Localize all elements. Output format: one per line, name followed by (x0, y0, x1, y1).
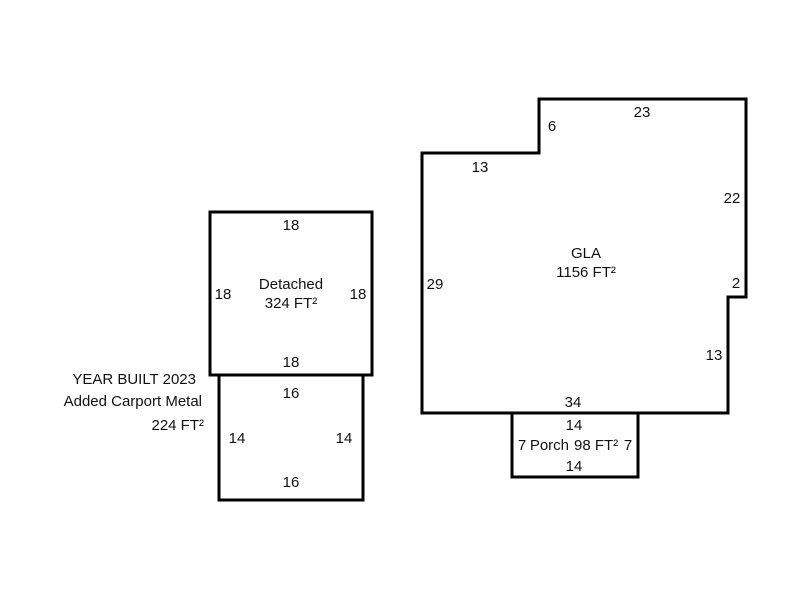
dim-label: 7 (518, 437, 526, 454)
carport-outline (217, 373, 365, 502)
dim-label: 23 (634, 104, 651, 121)
carport-area-label: 224 FT² (151, 417, 204, 434)
dim-label: 7 (624, 437, 632, 454)
dim-label: 16 (283, 474, 300, 491)
porch-area-label: 98 FT² (574, 437, 618, 454)
dim-label: 14 (566, 417, 583, 434)
dim-label: 18 (283, 217, 300, 234)
dim-label: 13 (472, 159, 489, 176)
porch-area: 14 Porch 98 FT² 14 7 7 (510, 411, 640, 479)
detached-outline (208, 210, 374, 377)
gla-label: GLA (571, 245, 601, 262)
dim-label: 2 (732, 275, 740, 292)
dim-label: 16 (283, 385, 300, 402)
carport-description: Added Carport Metal (64, 393, 202, 410)
dim-label: 18 (283, 354, 300, 371)
dim-label: 18 (215, 286, 232, 303)
detached-label: Detached (259, 276, 323, 293)
carport-area: 16 16 14 14 YEAR BUILT 2023 Added Carpor… (64, 371, 365, 502)
dim-label: 34 (565, 394, 582, 411)
carport-year-note: YEAR BUILT 2023 (72, 371, 196, 388)
dim-label: 14 (566, 458, 583, 475)
detached-area-label: 324 FT² (265, 295, 318, 312)
detached-area: 18 Detached 324 FT² 18 18 18 (208, 210, 374, 377)
porch-outline (510, 411, 640, 479)
dim-label: 29 (427, 276, 444, 293)
gla-area: GLA 1156 FT² 13 6 23 22 2 13 34 29 (420, 97, 748, 415)
dim-label: 22 (724, 190, 741, 207)
porch-label: Porch (530, 437, 569, 454)
dim-label: 13 (706, 347, 723, 364)
dim-label: 14 (336, 430, 353, 447)
dim-label: 6 (548, 118, 556, 135)
dim-label: 18 (350, 286, 367, 303)
dim-label: 14 (229, 430, 246, 447)
gla-area-label: 1156 FT² (556, 264, 616, 281)
